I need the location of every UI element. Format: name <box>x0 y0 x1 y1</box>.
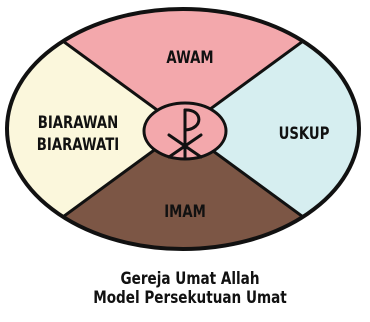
chi-rho-icon <box>167 108 203 159</box>
label-biarawan: BIARAWAN <box>38 112 119 132</box>
caption-line-2: Model Persekutuan Umat <box>93 288 287 308</box>
label-uskup: USKUP <box>279 123 330 143</box>
label-awam: AWAM <box>166 47 213 67</box>
label-imam: IMAM <box>164 201 206 221</box>
label-biarawati: BIARAWATI <box>37 134 119 154</box>
diagram-outline <box>5 7 361 251</box>
caption-line-1: Gereja Umat Allah <box>120 269 259 289</box>
